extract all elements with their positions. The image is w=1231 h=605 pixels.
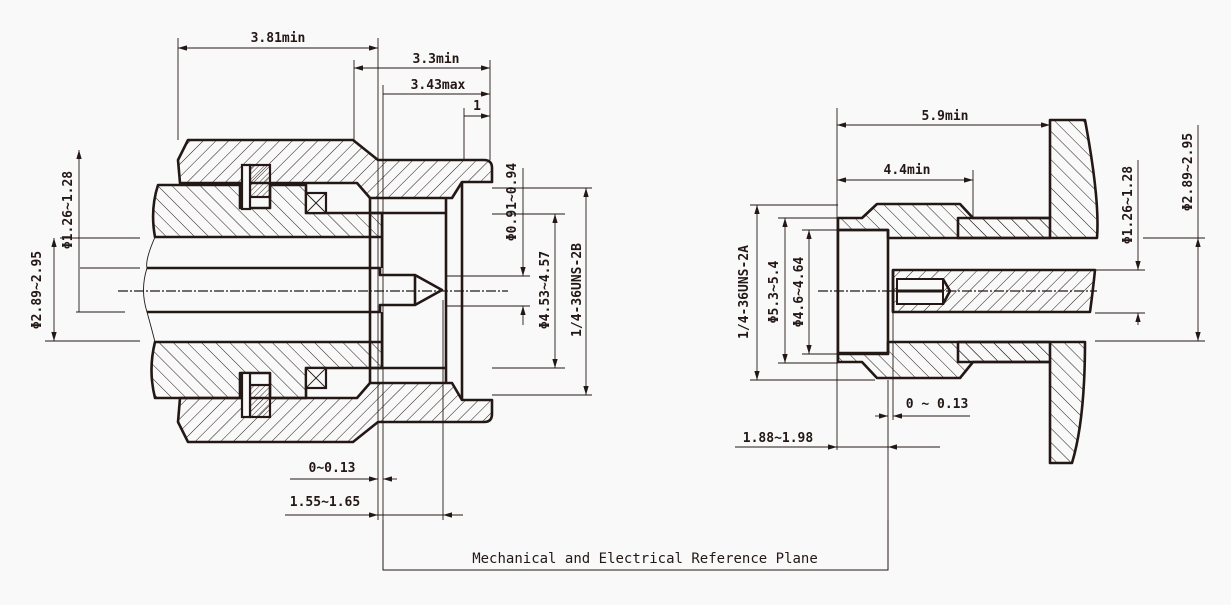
dim-3-3min: 3.3min bbox=[413, 52, 460, 67]
dim-dia-4-53: Φ4.53~4.57 bbox=[538, 251, 553, 329]
dim-dia-2-89-right: Φ2.89~2.95 bbox=[1181, 133, 1196, 211]
dim-dia-1-26: Φ1.26~1.28 bbox=[61, 171, 76, 249]
dim-dia-0-91: Φ0.91~0.94 bbox=[505, 163, 520, 241]
reference-plane-label: Mechanical and Electrical Reference Plan… bbox=[472, 551, 818, 567]
right-body-top bbox=[836, 202, 1052, 240]
right-flange-bottom bbox=[956, 340, 1087, 465]
reference-plane: Mechanical and Electrical Reference Plan… bbox=[382, 520, 889, 571]
dim-dia-2-89: Φ2.89~2.95 bbox=[30, 251, 45, 329]
dim-0-0-13-right: 0 ~ 0.13 bbox=[906, 397, 969, 412]
dim-dia-5-3: Φ5.3~5.4 bbox=[767, 261, 782, 324]
dim-1: 1 bbox=[473, 99, 481, 114]
dim-5-9min: 5.9min bbox=[922, 109, 969, 124]
dim-0-0-13-left: 0~0.13 bbox=[309, 461, 356, 476]
right-dimensions: 5.9min 4.4min 1/4-36UNS-2A Φ5.3~5.4 Φ4.6… bbox=[735, 108, 1205, 570]
right-body-bottom bbox=[836, 340, 1052, 380]
dim-dia-1-26-right: Φ1.26~1.28 bbox=[1121, 166, 1136, 244]
left-nut-bottom bbox=[176, 381, 494, 444]
dim-thread-2b: 1/4-36UNS-2B bbox=[570, 243, 585, 337]
dim-1-88: 1.88~1.98 bbox=[743, 431, 814, 446]
dim-4-4min: 4.4min bbox=[884, 163, 931, 178]
left-connector bbox=[118, 138, 508, 444]
dim-thread-2a: 1/4-36UNS-2A bbox=[737, 245, 752, 339]
dim-3-43max: 3.43max bbox=[411, 78, 466, 93]
left-oring-bottom bbox=[304, 366, 328, 390]
dim-3-81min: 3.81min bbox=[251, 31, 306, 46]
left-ring-top bbox=[248, 163, 272, 199]
dim-dia-4-6: Φ4.6~4.64 bbox=[792, 257, 807, 328]
left-ring-bottom bbox=[248, 383, 272, 419]
dim-1-55: 1.55~1.65 bbox=[290, 495, 360, 510]
left-ring-slot-bottom bbox=[240, 371, 252, 419]
left-dimensions: 3.81min 3.3min 3.43max 1 Φ1.26~1.28 Φ2.8… bbox=[30, 31, 592, 570]
right-connector bbox=[818, 118, 1099, 465]
left-nut-top bbox=[176, 138, 494, 200]
left-ring-slot-top bbox=[240, 163, 252, 211]
left-oring-top bbox=[304, 191, 328, 215]
right-coupling bbox=[836, 228, 890, 356]
